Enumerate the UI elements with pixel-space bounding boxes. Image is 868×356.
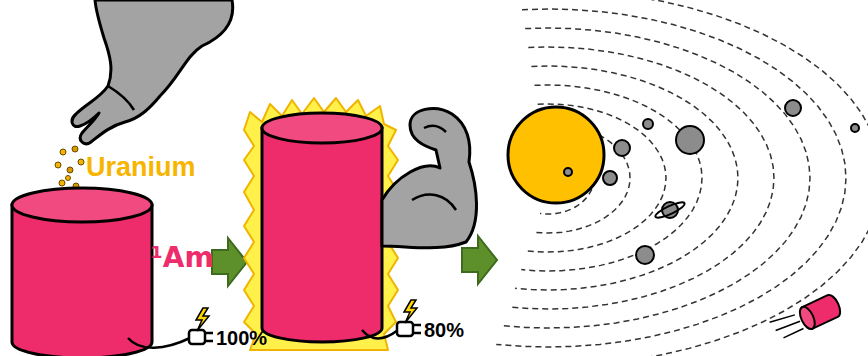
charged-cylinder bbox=[262, 113, 382, 342]
planet bbox=[676, 126, 704, 154]
plug-prong bbox=[205, 332, 213, 335]
plug-body bbox=[189, 330, 205, 344]
flying-capsule bbox=[770, 293, 844, 344]
orbit-path bbox=[503, 28, 810, 328]
plug-body bbox=[397, 322, 413, 336]
power-level: 100% bbox=[216, 327, 267, 349]
sun bbox=[508, 107, 604, 203]
motion-line bbox=[776, 319, 800, 332]
isotope-label: ²⁴¹Am bbox=[126, 243, 214, 274]
orbit-path bbox=[496, 9, 846, 347]
grain bbox=[78, 159, 84, 165]
cylinder-body bbox=[12, 205, 152, 356]
plug-prong bbox=[413, 324, 421, 327]
ringed-planet bbox=[654, 200, 686, 221]
planet bbox=[603, 171, 617, 185]
finger-line bbox=[108, 86, 134, 110]
material-label: Uranium bbox=[86, 153, 196, 183]
fist-line bbox=[424, 126, 446, 132]
motion-line bbox=[784, 329, 804, 338]
grain bbox=[72, 146, 78, 152]
grain bbox=[67, 167, 73, 173]
grain bbox=[55, 162, 61, 168]
orbit-path bbox=[509, 47, 774, 309]
arm-shape bbox=[382, 109, 477, 248]
process-arrow bbox=[462, 236, 497, 284]
orbits bbox=[490, 0, 868, 356]
bicep-line bbox=[412, 195, 456, 210]
process-arrow bbox=[212, 238, 247, 286]
plug-prong bbox=[205, 340, 213, 343]
planet bbox=[785, 100, 801, 116]
planet bbox=[851, 124, 859, 132]
cylinder-top bbox=[12, 188, 152, 222]
grain bbox=[59, 180, 65, 186]
planet bbox=[643, 119, 653, 129]
lightning-bolt bbox=[404, 300, 417, 323]
flexed-arm bbox=[382, 109, 477, 248]
planet bbox=[564, 168, 572, 176]
power-plug bbox=[128, 308, 213, 348]
planets bbox=[564, 100, 859, 264]
power-plug bbox=[362, 300, 421, 338]
power-cord bbox=[362, 330, 398, 338]
power-cord bbox=[128, 338, 190, 348]
lightning-bolt bbox=[196, 308, 209, 331]
motion-line bbox=[770, 311, 795, 326]
plug-prong bbox=[413, 332, 421, 335]
power-level: 80% bbox=[424, 319, 464, 341]
cylinder-body bbox=[262, 128, 382, 342]
hand-shape bbox=[72, 0, 233, 144]
cylinder-top bbox=[262, 113, 382, 143]
grain bbox=[66, 176, 71, 181]
power-glow bbox=[244, 98, 398, 350]
capsule-top bbox=[797, 305, 818, 332]
planet bbox=[614, 140, 630, 156]
uranium-grains bbox=[55, 146, 84, 189]
planet bbox=[636, 246, 654, 264]
orbit-path bbox=[490, 0, 868, 356]
hand bbox=[72, 0, 233, 144]
planet-ring bbox=[654, 200, 686, 221]
grain bbox=[60, 149, 66, 155]
